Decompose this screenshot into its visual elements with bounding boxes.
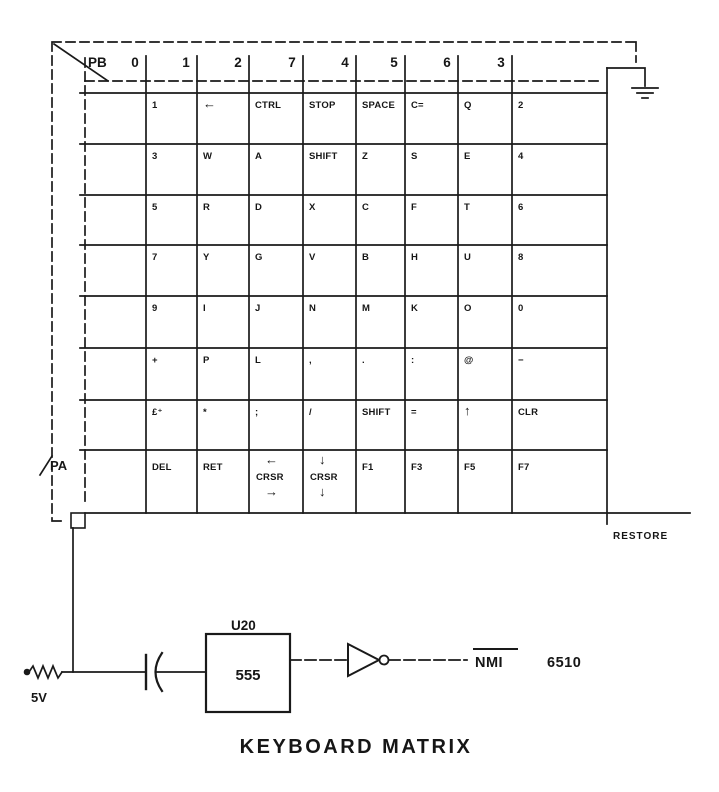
matrix-key: , — [309, 355, 312, 366]
matrix-key-crsr: ←CRSR→ — [256, 452, 284, 499]
matrix-key: 2 — [518, 100, 523, 111]
matrix-key: F3 — [411, 462, 423, 473]
ground-stub-wire — [606, 67, 646, 87]
matrix-key: ↑ — [464, 403, 471, 418]
ic-name-label: 555 — [235, 667, 260, 684]
matrix-key: G — [255, 252, 263, 263]
matrix-key: = — [411, 407, 417, 418]
matrix-key: ← — [203, 96, 216, 111]
matrix-key: − — [518, 355, 524, 366]
matrix-key: F7 — [518, 462, 530, 473]
matrix-key: B — [362, 252, 369, 263]
matrix-key: F1 — [362, 462, 374, 473]
timer-555-box — [204, 632, 292, 714]
pb-column-label: 1 — [182, 55, 190, 70]
matrix-key: CTRL — [255, 100, 281, 111]
pb-column-label: 0 — [131, 55, 139, 70]
matrix-key: F5 — [464, 462, 476, 473]
matrix-key: M — [362, 303, 370, 314]
matrix-key: @ — [464, 355, 473, 366]
pb-column-label: 2 — [234, 55, 242, 70]
pb-column-label: 3 — [497, 55, 505, 70]
pa-label: PA — [50, 458, 68, 473]
matrix-key: 3 — [152, 151, 157, 162]
matrix-key: U — [464, 252, 471, 263]
matrix-key: Z — [362, 151, 368, 162]
matrix-key: A — [255, 151, 262, 162]
matrix-key: C= — [411, 100, 424, 111]
matrix-key: ; — [255, 407, 258, 418]
matrix-key: 7 — [152, 252, 157, 263]
cpu-label: 6510 — [547, 655, 581, 671]
matrix-key: E — [464, 151, 471, 162]
matrix-key: 9 — [152, 303, 157, 314]
matrix-key-crsr: ↓CRSR↓ — [310, 452, 338, 499]
matrix-key: DEL — [152, 462, 172, 473]
matrix-key: H — [411, 252, 418, 263]
matrix-key: STOP — [309, 100, 336, 111]
pb-pa-diagonal — [52, 42, 110, 83]
pb-column-label: 6 — [443, 55, 451, 70]
matrix-key: / — [309, 407, 312, 418]
matrix-key: W — [203, 151, 212, 162]
matrix-key: C — [362, 202, 369, 213]
matrix-key: D — [255, 202, 262, 213]
restore-label: RESTORE — [613, 531, 668, 542]
matrix-key: CLR — [518, 407, 538, 418]
matrix-key: K — [411, 303, 418, 314]
matrix-key: S — [411, 151, 418, 162]
pb-column-label: 5 — [390, 55, 398, 70]
matrix-key: RET — [203, 462, 223, 473]
pb-column-label: 4 — [341, 55, 349, 70]
matrix-key: 5 — [152, 202, 158, 213]
inverter-icon — [347, 642, 382, 678]
matrix-key: J — [255, 303, 260, 314]
matrix-key: SHIFT — [309, 151, 337, 162]
matrix-key: £⁺ — [152, 407, 163, 418]
supply-label: 5V — [31, 690, 47, 705]
matrix-key: L — [255, 355, 261, 366]
matrix-key: 4 — [518, 151, 524, 162]
matrix-key: P — [203, 355, 210, 366]
matrix-key: SPACE — [362, 100, 395, 111]
matrix-key: . — [362, 355, 365, 366]
matrix-key: Y — [203, 252, 210, 263]
matrix-key: 0 — [518, 303, 523, 314]
matrix-key: Q — [464, 100, 472, 111]
matrix-key: R — [203, 202, 210, 213]
resistor-icon — [27, 663, 64, 681]
matrix-key: 6 — [518, 202, 523, 213]
matrix-key: : — [411, 355, 414, 366]
matrix-key: X — [309, 202, 316, 213]
matrix-key: SHIFT — [362, 407, 390, 418]
inverter-bubble — [378, 654, 390, 666]
matrix-key: T — [464, 202, 470, 213]
matrix-key: F — [411, 202, 417, 213]
diagram-title: KEYBOARD MATRIX — [240, 736, 473, 758]
matrix-key: I — [203, 303, 206, 314]
matrix-key: 8 — [518, 252, 523, 263]
matrix-key: V — [309, 252, 316, 263]
matrix-key: + — [152, 355, 158, 366]
pa-junction-square — [70, 512, 86, 529]
matrix-key: O — [464, 303, 472, 314]
pb-column-label: 7 — [288, 55, 296, 70]
matrix-key: * — [203, 407, 207, 418]
nmi-label: NMI — [475, 655, 503, 671]
ic-ref-label: U20 — [231, 618, 256, 633]
pa-tick — [38, 454, 54, 477]
matrix-key: 1 — [152, 100, 158, 111]
matrix-key: N — [309, 303, 316, 314]
ground-icon — [631, 87, 659, 99]
pb-label: PB — [88, 55, 107, 70]
